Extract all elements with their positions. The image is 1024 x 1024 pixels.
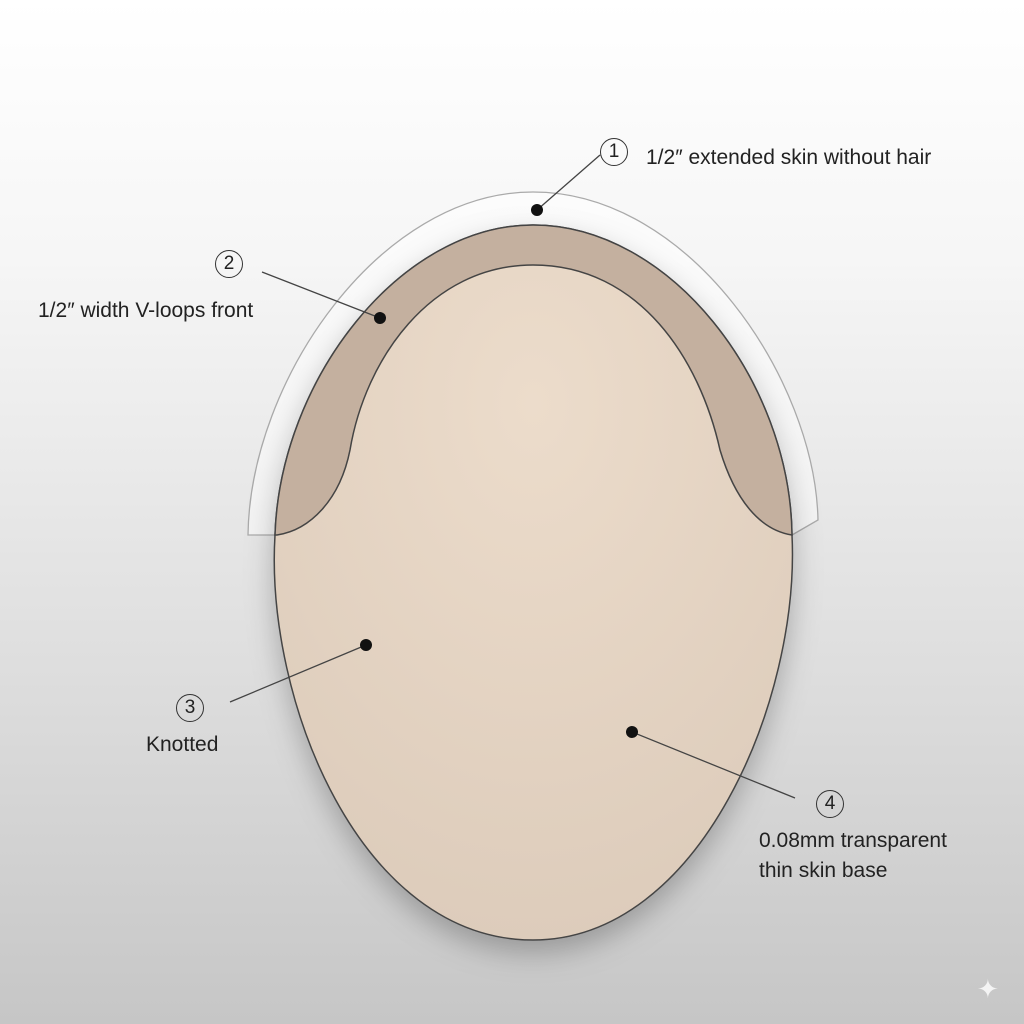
callout-number-3: 3 (176, 694, 204, 722)
callout-number-2: 2 (215, 250, 243, 278)
leader-line-3 (229, 644, 367, 703)
leader-line-1 (536, 154, 601, 211)
leader-line-2 (261, 271, 381, 319)
front-vloop-band (274, 224, 793, 536)
marker-dot-1 (531, 204, 543, 216)
leader-line-4 (631, 731, 796, 799)
sparkle-icon: ✦ (977, 974, 999, 1004)
callout-label-3: Knotted (146, 733, 219, 756)
marker-dot-2 (374, 312, 386, 324)
marker-dot-3 (360, 639, 372, 651)
callout-label-1: 1/2″ extended skin without hair (646, 146, 932, 169)
callout-number-1: 1 (600, 138, 628, 166)
callout-label-4-line1: 0.08mm transparent (759, 829, 947, 852)
callout-number-4: 4 (816, 790, 844, 818)
marker-dot-4 (626, 726, 638, 738)
callout-label-2: 1/2″ width V-loops front (38, 299, 254, 322)
callout-label-4-line2: thin skin base (759, 859, 888, 882)
